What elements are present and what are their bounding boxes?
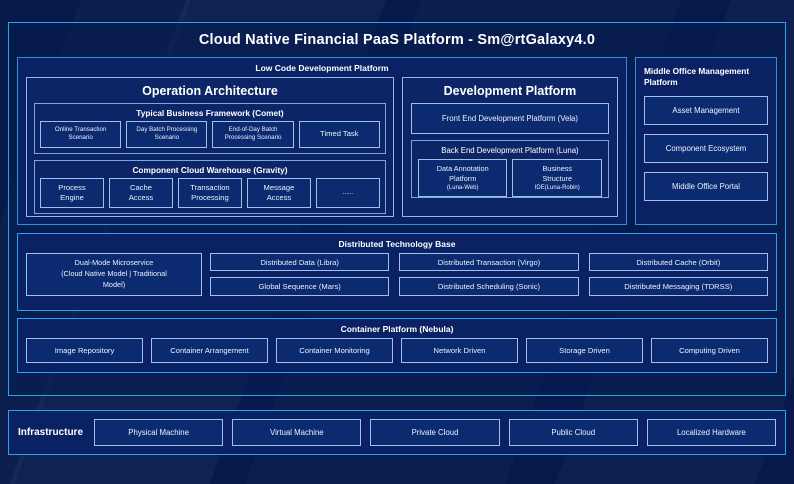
middle-office-item-component-ecosystem[interactable]: Component Ecosystem [644,134,768,164]
dual-mode-microservice-box[interactable]: Dual-Mode Microservice (Cloud Native Mod… [26,253,202,296]
distributed-technology-base-panel: Distributed Technology Base Dual-Mode Mi… [17,233,777,311]
diagram-title-bar: Cloud Native Financial PaaS Platform - S… [9,23,785,57]
front-end-development-platform-box[interactable]: Front End Development Platform (Vela) [410,103,609,134]
low-code-columns: Operation Architecture Typical Business … [18,77,626,225]
low-code-heading: Low Code Development Platform [255,63,389,73]
cell-computing-driven[interactable]: Computing Driven [651,338,768,363]
back-end-development-platform-group: Back End Development Platform (Luna) Dat… [410,140,609,198]
middle-office-item-asset-management[interactable]: Asset Management [644,96,768,126]
chip-more-ellipsis[interactable]: ...... [315,177,380,209]
cell-public-cloud[interactable]: Public Cloud [508,419,638,446]
chip-line-2: Access [128,192,154,202]
chip-line-2: Access [266,192,292,202]
back-end-development-platform-title: Back End Development Platform (Luna) [441,146,579,155]
typical-business-framework-items: Online Transaction Scenario Day Batch Pr… [35,121,385,153]
chip-line-1: Timed Task [320,129,359,139]
cell-localized-hardware[interactable]: Localized Hardware [646,419,777,446]
chip-line-1: Transaction [190,182,230,192]
distributed-technology-base-body: Dual-Mode Microservice (Cloud Native Mod… [18,253,776,303]
chip-line-2: Processing Scenario [224,134,282,142]
chip-line-1: Business [542,164,573,173]
chip-line-2: Platform [449,173,477,183]
low-code-development-platform-panel: Low Code Development Platform Operation … [17,57,627,225]
middle-office-item-middle-office-portal[interactable]: Middle Office Portal [644,172,768,202]
chip-line-2: Scenario [154,134,180,142]
chip-message-access[interactable]: Message Access [246,177,311,209]
typical-business-framework-title: Typical Business Framework (Comet) [136,108,284,118]
chip-line-1: Process [58,182,86,192]
component-cloud-warehouse-items: Process Engine Cache Access Transaction … [35,177,385,214]
infrastructure-label: Infrastructure [18,427,84,438]
middle-office-items: Asset Management Component Ecosystem Mid… [636,88,776,209]
cell-image-repository[interactable]: Image Repository [26,338,143,363]
chip-line-3: (Luna-Web) [446,184,479,191]
cell-physical-machine[interactable]: Physical Machine [94,419,224,446]
chip-business-structure-ide[interactable]: Business Structure IDE(Luna-Robin) [512,159,603,197]
component-cloud-warehouse-group: Component Cloud Warehouse (Gravity) Proc… [34,159,386,215]
cell-distributed-cache[interactable]: Distributed Cache (Orbit) [588,253,768,272]
chip-line-1: Data Annotation [436,164,489,173]
container-platform-heading: Container Platform (Nebula) [340,324,454,334]
container-platform-panel: Container Platform (Nebula) Image Reposi… [17,318,777,373]
upper-section-row: Low Code Development Platform Operation … [9,57,785,225]
cell-private-cloud[interactable]: Private Cloud [370,419,500,446]
chip-line-3: IDE(Luna-Robin) [534,184,580,191]
cell-global-sequence[interactable]: Global Sequence (Mars) [210,277,390,296]
dual-mode-line-2: (Cloud Native Model | Traditional [61,268,167,278]
chip-line-1: Day Batch Processing [136,126,198,133]
chip-line-2: Structure [542,173,573,183]
development-platform-title: Development Platform [443,84,577,98]
cell-network-driven[interactable]: Network Driven [401,338,518,363]
operation-architecture-panel: Operation Architecture Typical Business … [26,77,394,217]
back-end-items: Data Annotation Platform (Luna-Web) Busi… [412,159,608,197]
development-platform-panel: Development Platform Front End Developme… [401,77,618,217]
chip-line-1: ...... [342,188,354,196]
operation-architecture-title: Operation Architecture [142,84,278,98]
chip-line-2: Engine [60,192,84,202]
cell-storage-driven[interactable]: Storage Driven [526,338,643,363]
chip-cache-access[interactable]: Cache Access [108,177,173,209]
middle-office-management-platform-panel: Middle Office Management Platform Asset … [635,57,777,225]
cell-distributed-messaging[interactable]: Distributed Messaging (TDRSS) [588,277,768,296]
infrastructure-panel: Infrastructure Physical Machine Virtual … [8,410,786,455]
page-title: Cloud Native Financial PaaS Platform - S… [198,32,596,48]
chip-day-batch-processing-scenario[interactable]: Day Batch Processing Scenario [126,121,208,148]
middle-office-title: Middle Office Management Platform [644,66,750,88]
distributed-technology-cells: Distributed Data (Libra) Distributed Tra… [210,253,768,296]
chip-line-1: End-of-Day Batch [228,126,278,133]
cell-distributed-data[interactable]: Distributed Data (Libra) [210,253,390,272]
chip-end-of-day-batch-processing-scenario[interactable]: End-of-Day Batch Processing Scenario [212,121,294,148]
chip-online-transaction-scenario[interactable]: Online Transaction Scenario [40,121,122,148]
dual-mode-line-3: Model) [102,279,126,289]
component-cloud-warehouse-title: Component Cloud Warehouse (Gravity) [132,164,288,175]
chip-data-annotation-platform[interactable]: Data Annotation Platform (Luna-Web) [417,159,508,197]
distributed-technology-base-heading: Distributed Technology Base [338,239,456,249]
chip-process-engine[interactable]: Process Engine [40,177,104,209]
chip-line-2: Scenario [68,134,93,142]
typical-business-framework-group: Typical Business Framework (Comet) Onlin… [34,103,386,154]
chip-line-1: Online Transaction [54,126,107,133]
chip-line-1: Cache [130,182,152,192]
cell-distributed-scheduling[interactable]: Distributed Scheduling (Sonic) [399,277,579,296]
cell-virtual-machine[interactable]: Virtual Machine [232,419,362,446]
main-platform-frame: Cloud Native Financial PaaS Platform - S… [8,22,786,396]
chip-line-2: Processing [191,192,229,202]
chip-line-1: Message [263,182,295,192]
chip-timed-task[interactable]: Timed Task [298,121,380,148]
cell-container-monitoring[interactable]: Container Monitoring [276,338,393,363]
dual-mode-line-1: Dual-Mode Microservice [74,258,154,267]
chip-transaction-processing[interactable]: Transaction Processing [177,177,242,209]
cell-container-arrangement[interactable]: Container Arrangement [151,338,268,363]
cell-distributed-transaction[interactable]: Distributed Transaction (Virgo) [399,253,579,272]
container-platform-cells: Image Repository Container Arrangement C… [18,338,776,370]
